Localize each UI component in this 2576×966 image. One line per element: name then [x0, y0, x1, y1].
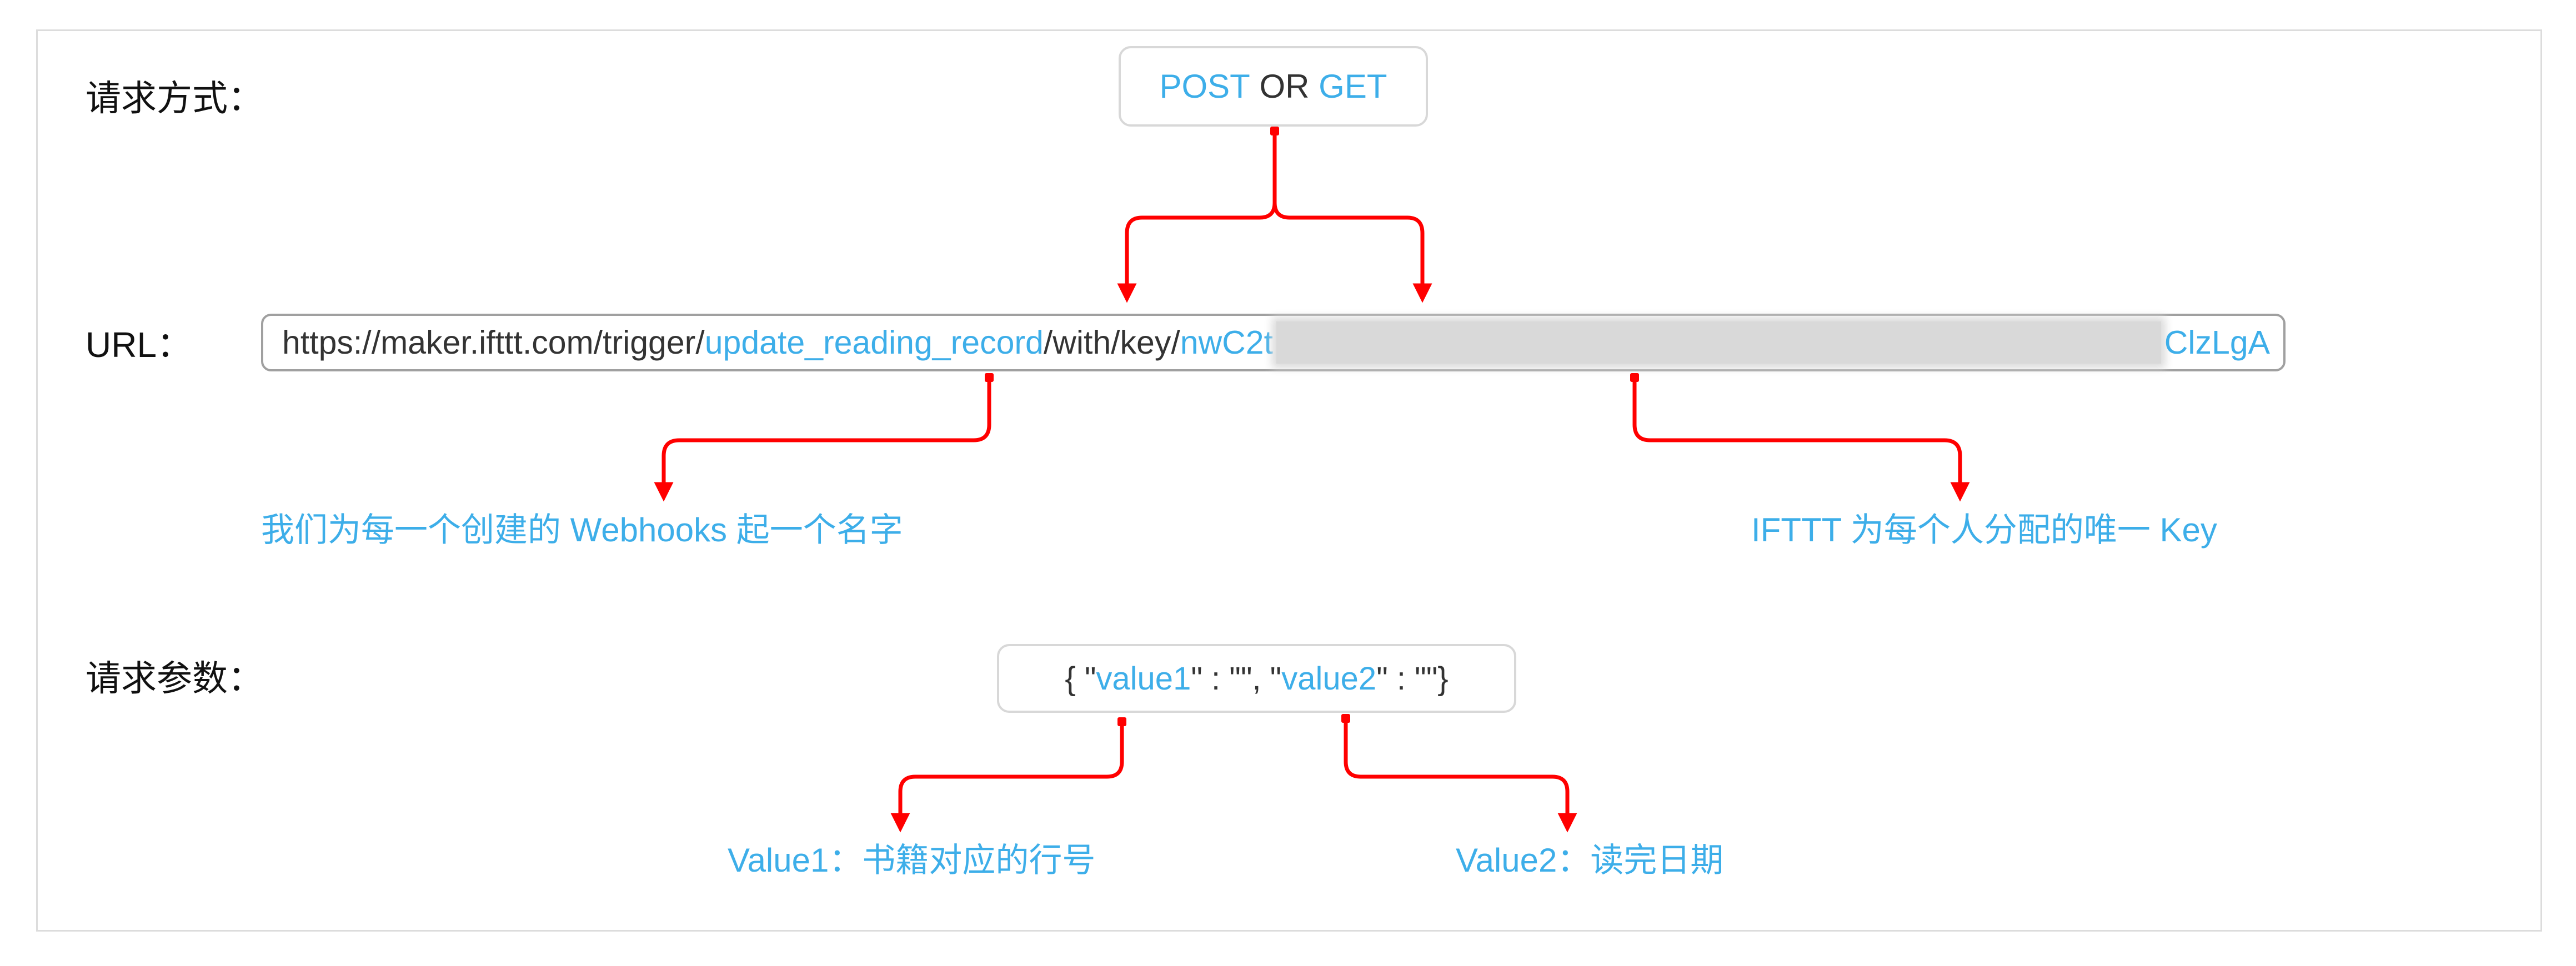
arrow-origin-dot [985, 373, 994, 382]
diagram-frame [36, 29, 2542, 932]
params-mid: " : "", " [1191, 660, 1282, 697]
get-text: GET [1319, 68, 1387, 105]
note-value2: Value2：读完日期 [1456, 842, 1724, 879]
url-prefix: https://maker.ifttt.com/trigger/ [282, 324, 705, 361]
params-close: " : ""} [1376, 660, 1449, 697]
method-box: POST OR GET [1119, 46, 1428, 127]
arrow-key-to-note [1632, 378, 1970, 502]
params-box: { "value1" : "", "value2" : ""} [997, 644, 1516, 713]
url-box: https://maker.ifttt.com/trigger/update_r… [261, 314, 2286, 371]
note-key: IFTTT 为每个人分配的唯一 Key [1751, 511, 2217, 549]
url-event-name: update_reading_record [704, 324, 1044, 361]
request-params-label: 请求参数： [86, 658, 263, 698]
param-value1: value1 [1096, 660, 1191, 697]
arrow-value1-to-note [890, 722, 1124, 833]
url-key-end: ClzLgA [2164, 324, 2270, 361]
url-label: URL： [86, 325, 193, 365]
arrow-method-to-url-left [1117, 132, 1277, 303]
arrow-method-to-url-right [1272, 132, 1432, 303]
post-text: POST [1159, 68, 1250, 105]
url-key-start: nwC2t [1180, 324, 1273, 361]
arrow-origin-dot [1270, 127, 1279, 135]
arrow-origin-dot [1630, 373, 1639, 382]
params-open: { " [1065, 660, 1096, 697]
arrow-origin-dot [1341, 714, 1350, 723]
note-event-name: 我们为每一个创建的 Webhooks 起一个名字 [261, 511, 903, 549]
or-text: OR [1250, 68, 1319, 105]
url-key-redacted [1276, 321, 2161, 364]
arrow-event-to-note [654, 378, 991, 502]
url-middle: /with/key/ [1043, 324, 1180, 361]
note-value1: Value1：书籍对应的行号 [728, 842, 1096, 879]
arrow-origin-dot [1117, 717, 1126, 726]
arrow-value2-to-note [1344, 718, 1577, 833]
request-method-label: 请求方式： [86, 78, 263, 118]
param-value2: value2 [1281, 660, 1377, 697]
